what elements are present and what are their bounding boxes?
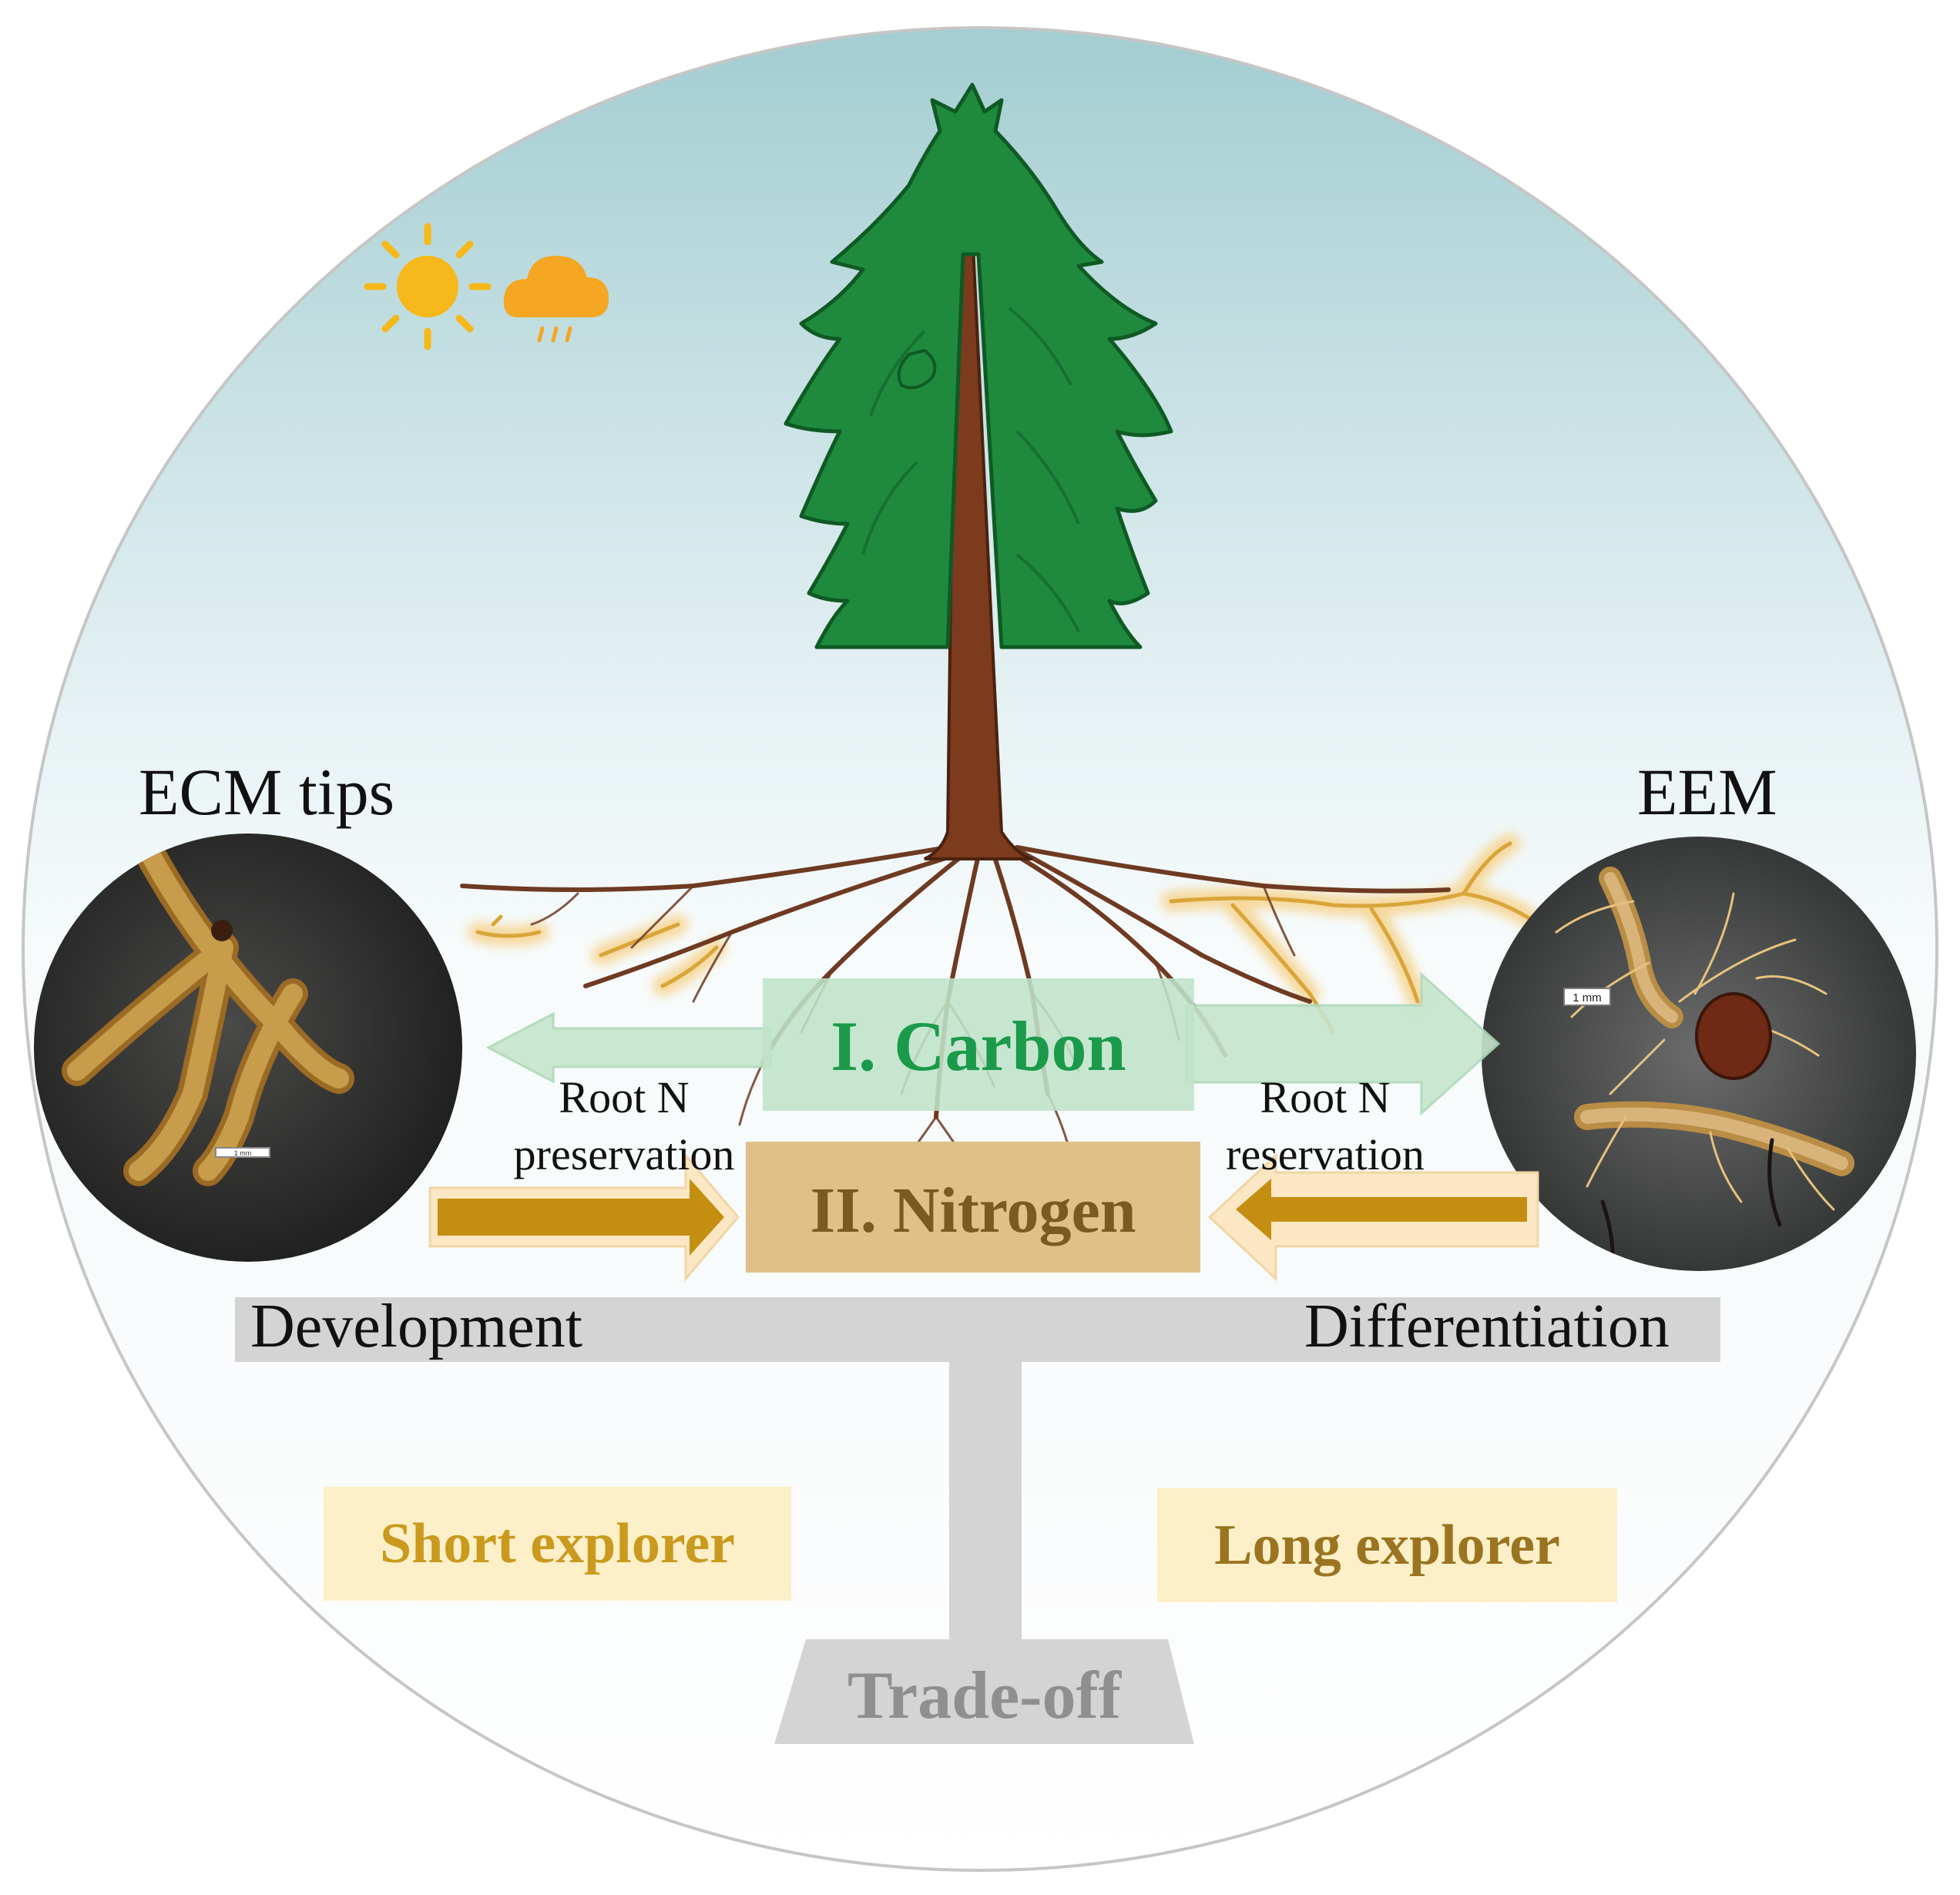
- balance-base: [774, 1639, 1194, 1744]
- tree-foliage: [784, 82, 1173, 649]
- eem-title: EEM: [1637, 755, 1777, 829]
- rain-cloud-icon: [503, 256, 609, 343]
- eem-micrograph: 1 mm: [1482, 837, 1916, 1271]
- nitrogen-label: II. Nitrogen: [810, 1175, 1136, 1246]
- long-explorer-box: [1157, 1488, 1617, 1602]
- ecm-tips-title: ECM tips: [139, 755, 395, 829]
- carbon-box: [763, 978, 1194, 1111]
- fungal-hyphae: [468, 833, 1559, 1035]
- carbon-arrow-left: [485, 1011, 772, 1084]
- nitrogen-arrows: [428, 1142, 1539, 1283]
- carbon-arrow-right: [1185, 971, 1501, 1116]
- ecm-tips-micrograph: 1 mm: [34, 833, 462, 1262]
- short-explorer-label: Short explorer: [379, 1512, 736, 1575]
- background-disc: [22, 26, 1938, 1872]
- carbon-arrows: [485, 971, 1501, 1116]
- differentiation-label: Differentiation: [1304, 1293, 1670, 1360]
- balance-beam: [235, 1297, 1720, 1362]
- eem-scale-bar-text: 1 mm: [1572, 991, 1602, 1005]
- sun-icon: [364, 223, 492, 350]
- short-explorer-box: [324, 1487, 791, 1601]
- tree-trunk: [924, 225, 1033, 860]
- nitrogen-box: [746, 1142, 1200, 1273]
- long-explorer-label: Long explorer: [1214, 1514, 1560, 1577]
- balance-post: [949, 1362, 1022, 1641]
- trade-off-label: Trade-off: [847, 1659, 1122, 1733]
- root-n-reservation-label: Root N reservation: [1226, 1072, 1425, 1180]
- development-label: Development: [250, 1293, 582, 1360]
- balance-scale: [235, 1297, 1720, 1744]
- carbon-label: I. Carbon: [831, 1007, 1126, 1085]
- root-n-preservation-label: Root N preservation: [513, 1072, 735, 1180]
- ecm-scale-bar-text: 1 mm: [234, 1149, 252, 1157]
